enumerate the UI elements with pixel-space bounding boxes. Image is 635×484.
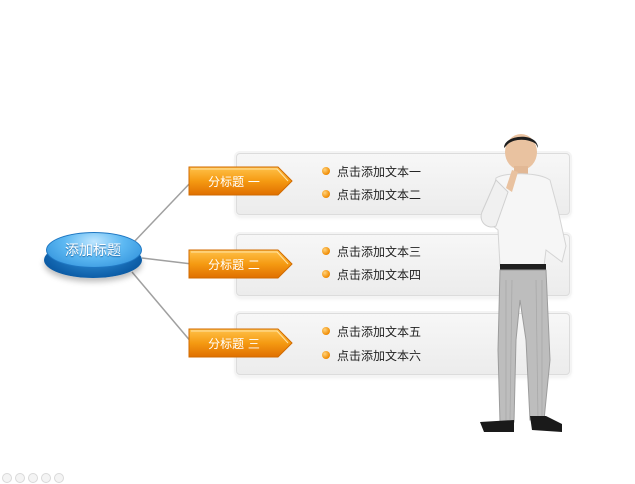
bullet-dot-icon (322, 247, 330, 255)
nav-forward-icon[interactable] (41, 473, 51, 483)
list-item[interactable]: 点击添加文本六 (322, 346, 421, 364)
item-text[interactable]: 点击添加文本五 (337, 323, 421, 340)
subtopic-label[interactable]: 分标题 二 (188, 256, 280, 273)
slide-toolbar (2, 473, 64, 483)
subtopic-label[interactable]: 分标题 一 (188, 173, 280, 190)
list-item[interactable]: 点击添加文本五 (322, 322, 421, 340)
bullet-dot-icon (322, 167, 330, 175)
item-text[interactable]: 点击添加文本四 (337, 266, 421, 283)
item-text[interactable]: 点击添加文本二 (337, 186, 421, 203)
item-text[interactable]: 点击添加文本六 (337, 347, 421, 364)
list-item[interactable]: 点击添加文本二 (322, 185, 421, 203)
subtopic-tag-3[interactable]: 分标题 三 (188, 328, 294, 358)
subtopic-tag-2[interactable]: 分标题 二 (188, 249, 294, 279)
item-text[interactable]: 点击添加文本一 (337, 163, 421, 180)
nav-menu-icon[interactable] (54, 473, 64, 483)
list-item[interactable]: 点击添加文本三 (322, 242, 421, 260)
bullet-dot-icon (322, 190, 330, 198)
subtopic-label[interactable]: 分标题 三 (188, 335, 280, 352)
nav-pen-icon[interactable] (15, 473, 25, 483)
subtopic-tag-1[interactable]: 分标题 一 (188, 166, 294, 196)
nav-back-icon[interactable] (2, 473, 12, 483)
list-item[interactable]: 点击添加文本四 (322, 265, 421, 283)
bullet-dot-icon (322, 270, 330, 278)
list-item[interactable]: 点击添加文本一 (322, 162, 421, 180)
bullet-dot-icon (322, 327, 330, 335)
businessman-thinking-image (466, 130, 578, 442)
item-text[interactable]: 点击添加文本三 (337, 243, 421, 260)
central-topic[interactable]: 添加标题 (44, 232, 142, 278)
central-title[interactable]: 添加标题 (44, 240, 142, 260)
nav-slides-icon[interactable] (28, 473, 38, 483)
bullet-dot-icon (322, 351, 330, 359)
